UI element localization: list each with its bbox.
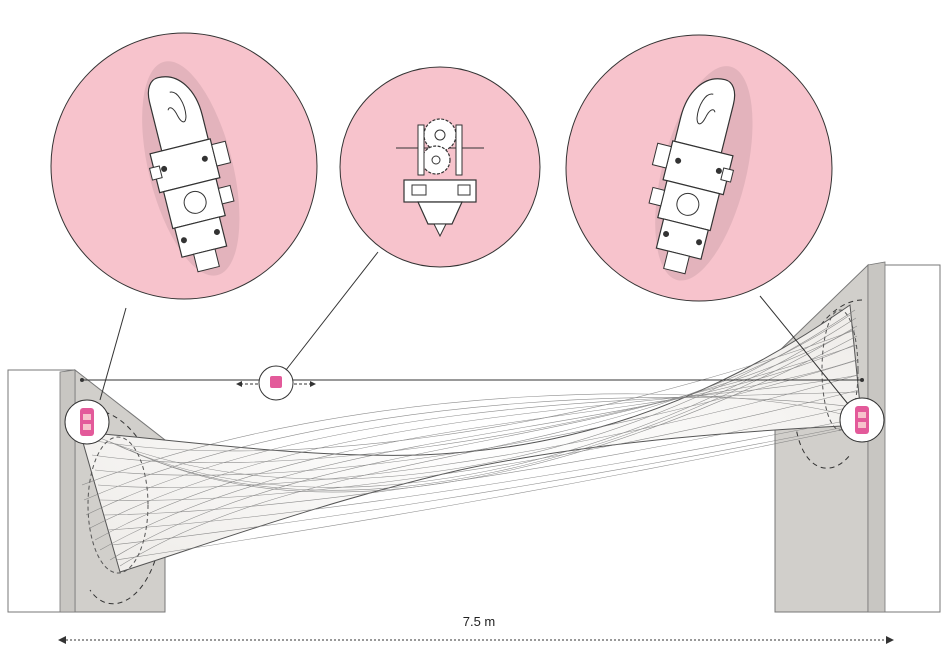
robot-arm-icon xyxy=(142,61,240,276)
right-wall-robot xyxy=(839,397,885,443)
left-wall-robot xyxy=(64,399,110,445)
robot-arm-icon xyxy=(648,66,753,281)
right-callout xyxy=(565,34,833,302)
leader-line-right xyxy=(759,295,849,405)
leader-line-middle xyxy=(285,251,379,371)
leader-line-left xyxy=(99,307,127,401)
hyperboloid-mesh xyxy=(79,304,863,574)
middle-carriage xyxy=(236,365,316,401)
left-callout xyxy=(50,32,318,300)
gear-carriage-icon xyxy=(396,118,484,238)
dimension-line xyxy=(58,636,894,644)
dimension-label: 7.5 m xyxy=(449,614,509,629)
middle-callout xyxy=(339,66,541,268)
